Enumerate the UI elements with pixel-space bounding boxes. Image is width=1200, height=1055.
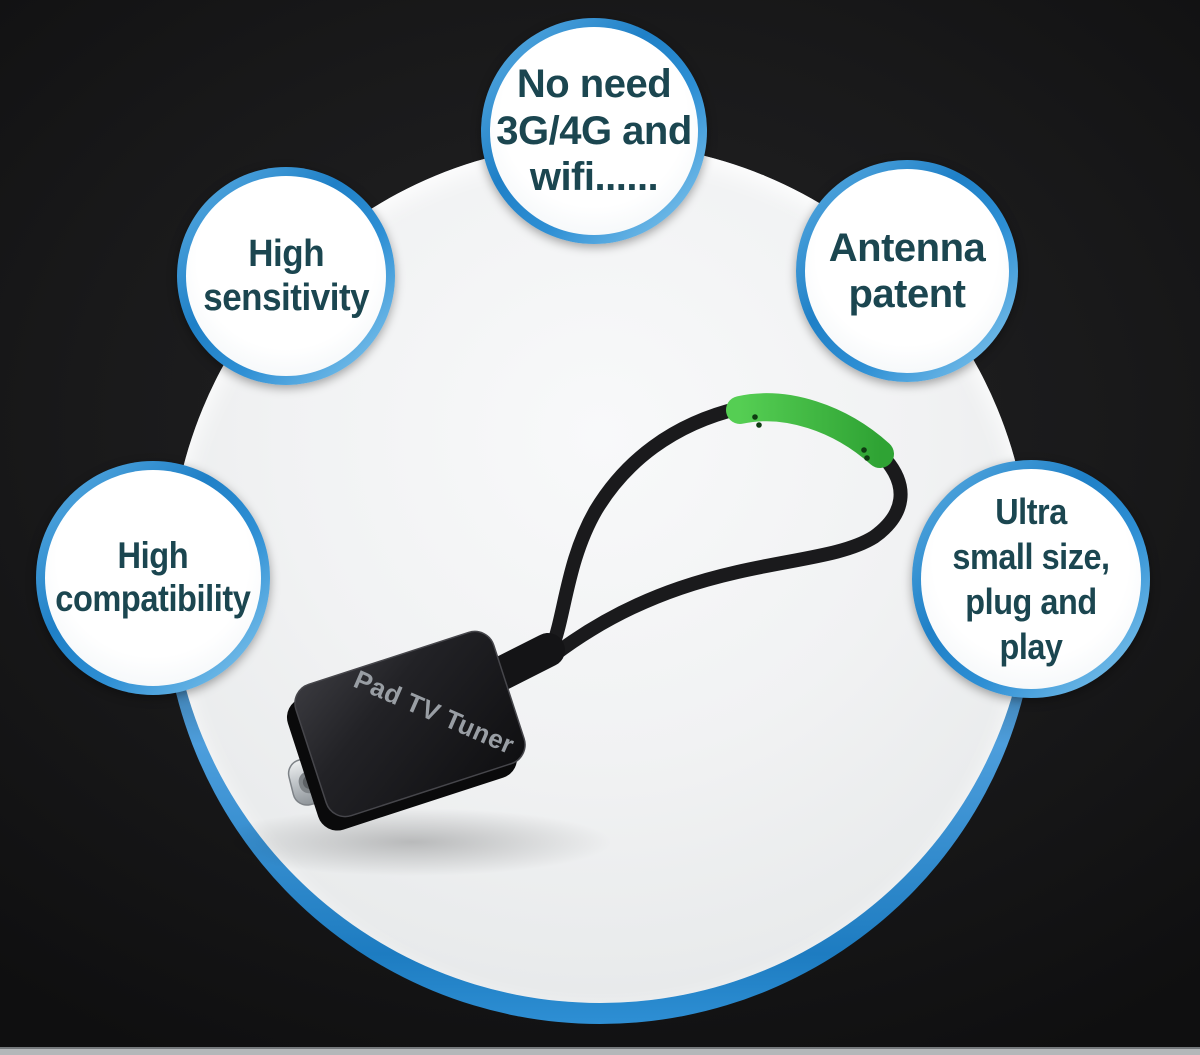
bubble-line: compatibility [55, 578, 251, 619]
antenna-tip [726, 393, 894, 468]
bubble-line: No need [516, 62, 672, 107]
bubble-line: 3G/4G and [496, 108, 692, 153]
bottom-edge-strip [0, 1047, 1200, 1055]
bubble-line: sensitivity [203, 277, 369, 319]
feature-bubble-ultra-small-size: Ultra small size, plug and play [912, 460, 1150, 698]
device-shadow [212, 808, 612, 876]
bubble-line: wifi...... [529, 155, 659, 200]
feature-bubble-antenna-patent: Antenna patent [796, 160, 1018, 382]
bubble-text: Antenna patent [829, 225, 986, 318]
bubble-text: Ultra small size, plug and play [932, 489, 1130, 669]
tuner-body [294, 630, 526, 818]
bubble-line: Antenna [828, 225, 986, 270]
bubble-line: High [248, 232, 324, 275]
feature-bubble-high-compatibility: High compatibility [36, 461, 270, 695]
bubble-text: High compatibility [55, 535, 251, 621]
cable-left-strand [545, 401, 747, 655]
bubble-line: Ultra [995, 491, 1067, 532]
feature-bubble-no-need-network: No need 3G/4G and wifi...... [481, 18, 707, 244]
antenna-tip-holes [752, 414, 870, 461]
bubble-line: small size, [952, 536, 1110, 577]
cable-right-strand [547, 453, 908, 662]
bubble-line: High [117, 535, 189, 577]
bubble-line: plug and play [965, 581, 1097, 667]
bubble-text: No need 3G/4G and wifi...... [496, 61, 692, 200]
feature-bubble-high-sensitivity: High sensitivity [177, 167, 395, 385]
bubble-line: patent [848, 272, 966, 316]
bubble-text: High sensitivity [203, 232, 369, 320]
